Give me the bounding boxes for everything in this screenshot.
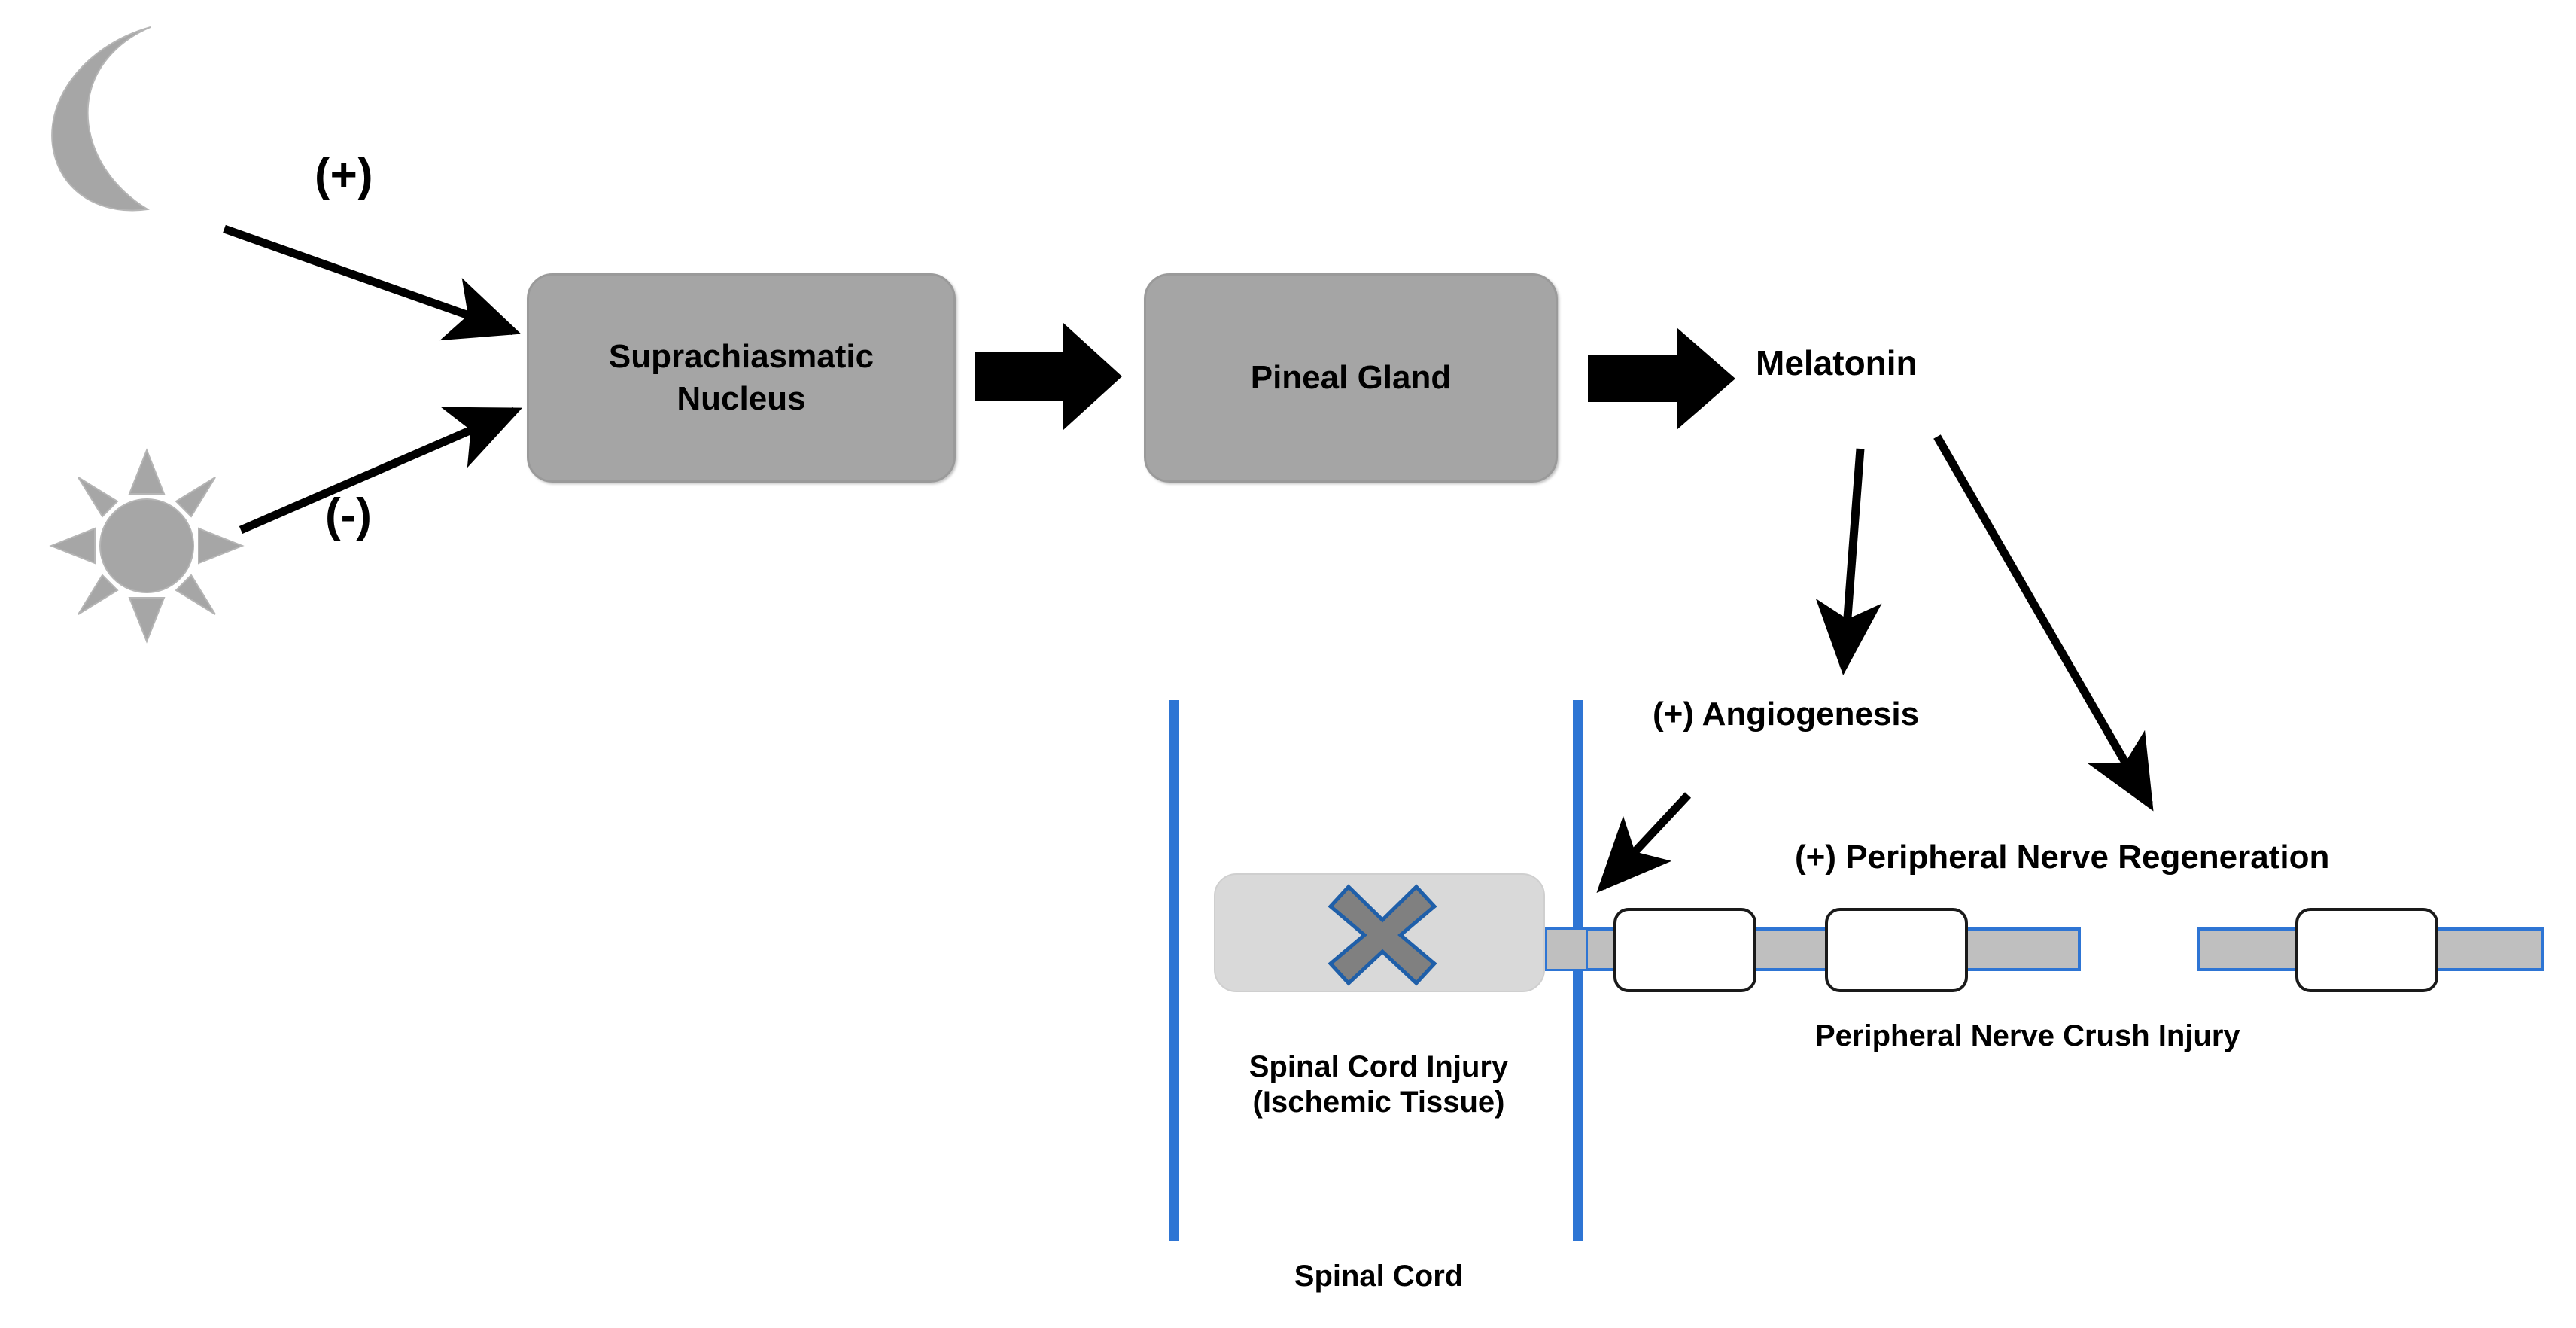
crescent-moon-icon [38,21,203,217]
pineal-to-melatonin-block-arrow [1588,325,1738,432]
nerve-node-distal[interactable] [1825,908,1968,992]
pineal-gland-box[interactable]: Pineal Gland [1144,273,1558,483]
melatonin-to-angiogenesis-arrow [1806,444,1904,693]
sun-negative-sign: (-) [325,489,372,541]
melatonin-to-nerve-regeneration-arrow [1927,429,2228,828]
nerve-crush-injury-caption: Peripheral Nerve Crush Injury [1815,1019,2240,1052]
sun-icon [45,444,248,647]
moon-to-scn-arrow [218,218,534,354]
cord-nerve-stub [1545,927,1589,971]
spinal-cord-caption: Spinal Cord [1294,1259,1464,1293]
melatonin-label: Melatonin [1756,343,1918,382]
spinal-cord-rail-left [1169,700,1179,1241]
angiogenesis-target-arrow [1577,783,1727,926]
moon-positive-sign: (+) [315,149,373,201]
suprachiasmatic-nucleus-box[interactable]: Suprachiasmatic Nucleus [527,273,956,483]
nerve-regeneration-label: (+) Peripheral Nerve Regeneration [1795,839,2330,876]
nerve-segment-mid [1972,927,2081,971]
nerve-node-proximal[interactable] [1613,908,1756,992]
injury-x-icon [1326,882,1439,988]
suprachiasmatic-nucleus-label: Suprachiasmatic Nucleus [608,337,874,417]
sun-to-scn-arrow [235,397,536,541]
spinal-cord-injury-caption: Spinal Cord Injury (Ischemic Tissue) [1248,1050,1509,1119]
angiogenesis-label: (+) Angiogenesis [1653,696,1920,733]
pineal-gland-label: Pineal Gland [1250,358,1452,396]
nerve-node-detached[interactable] [2295,908,2438,992]
scn-to-pineal-block-arrow [975,320,1125,433]
